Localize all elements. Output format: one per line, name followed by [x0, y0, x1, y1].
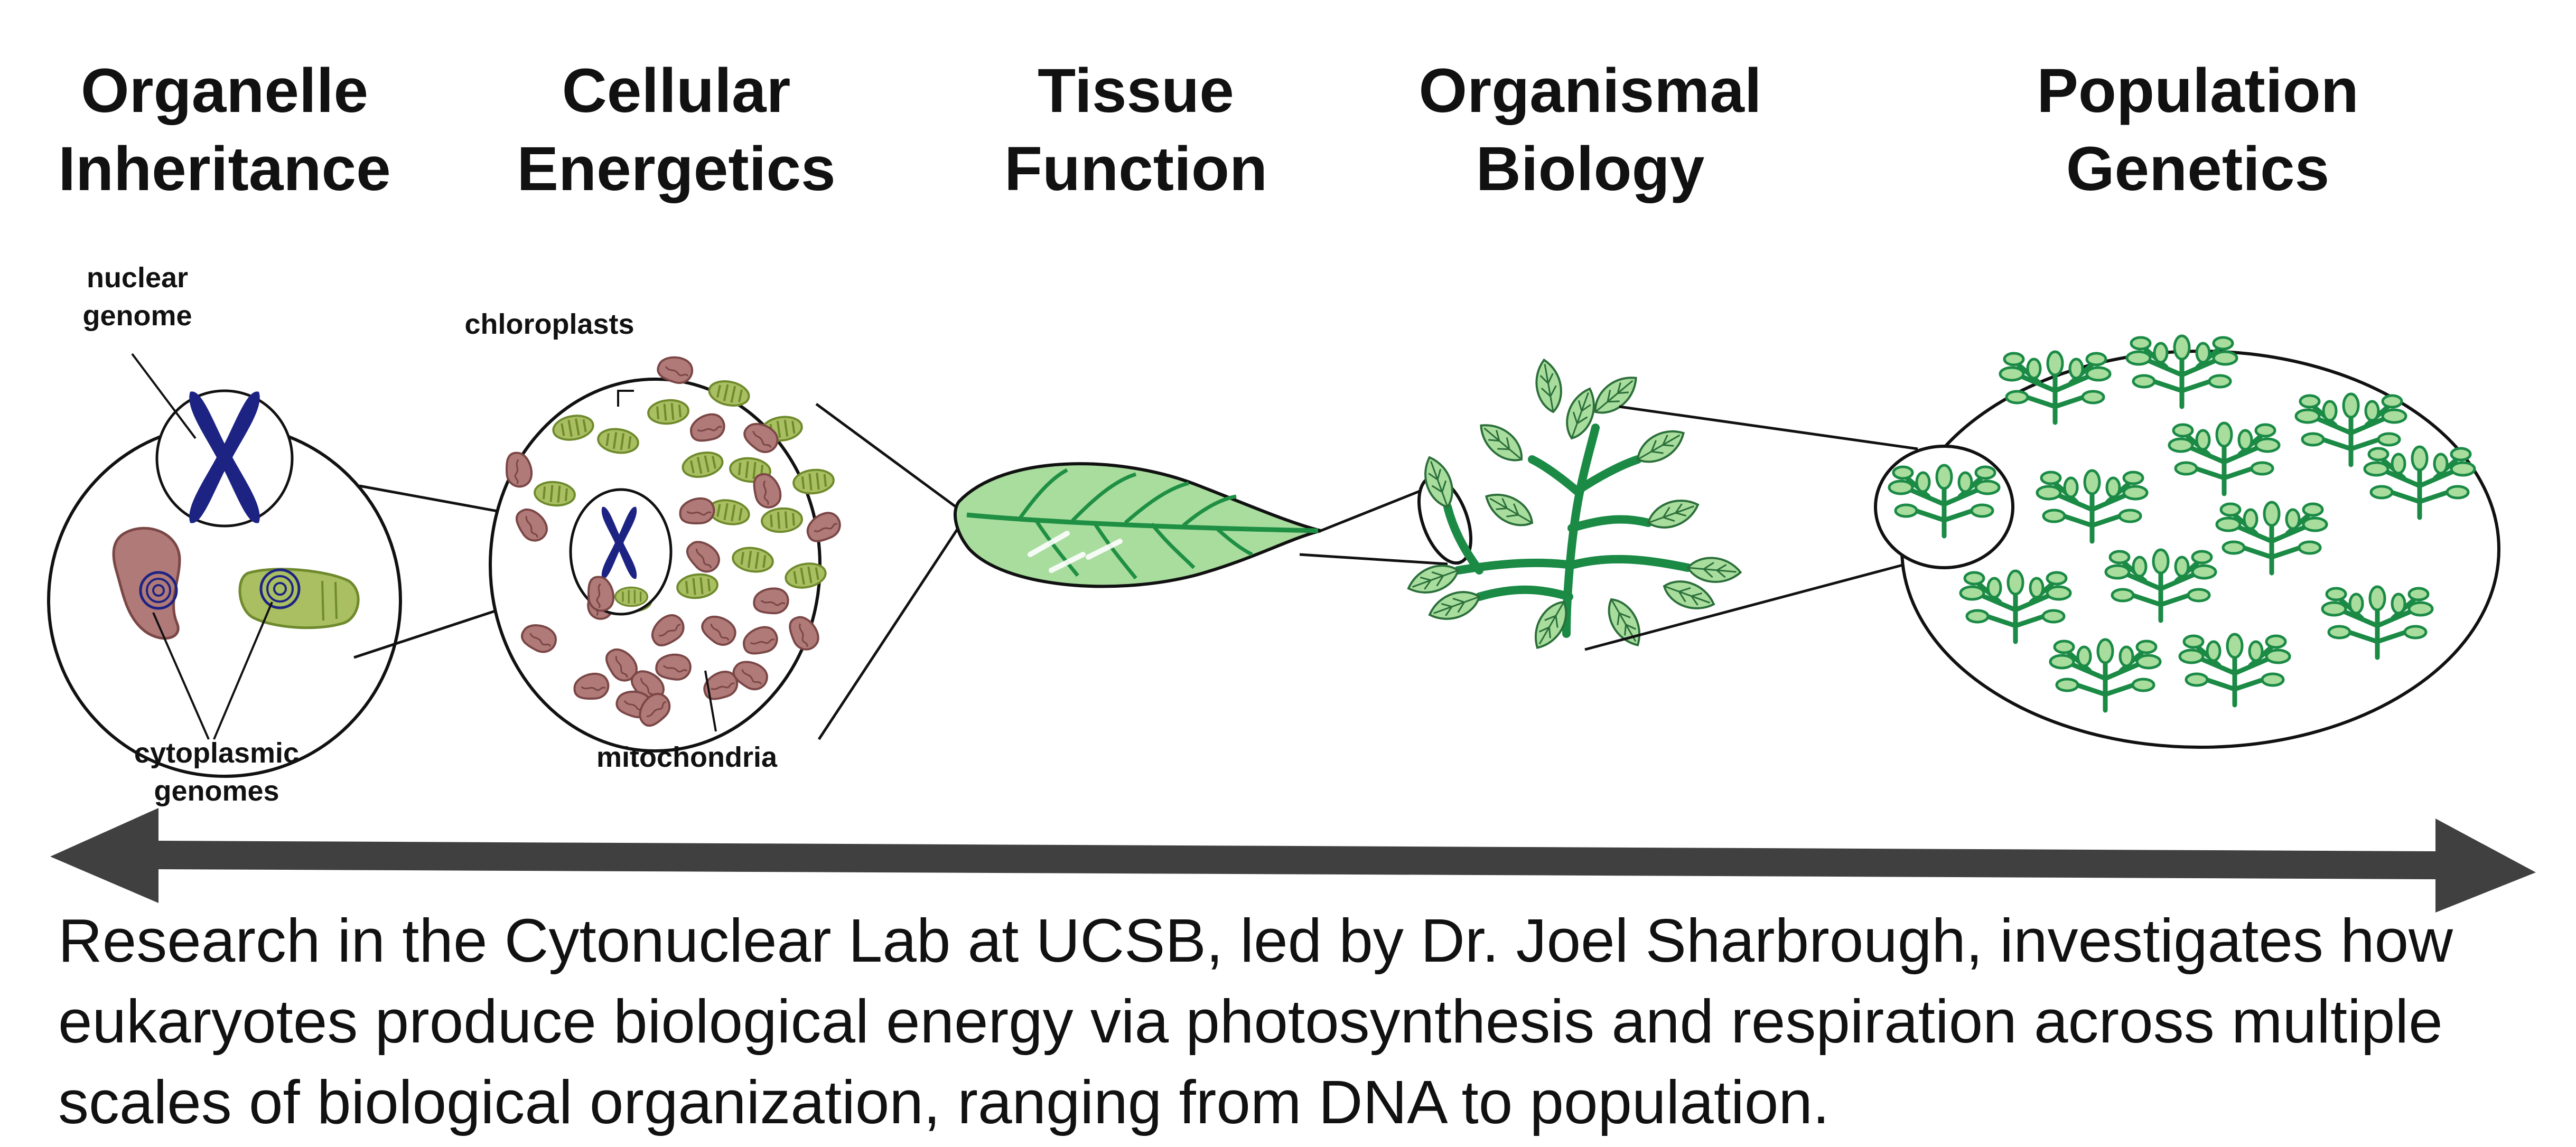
heading-cellular-energetics: Cellular Energetics [517, 56, 836, 204]
zoom-lines-2 [815, 402, 968, 740]
label-mitochondria: mitochondria [596, 741, 777, 773]
label-cytoplasmic-genomes: cytoplasmic genomes [134, 737, 300, 807]
heading-organelle-inheritance: Organelle Inheritance [58, 56, 391, 204]
mitochondrion-with-genome [112, 527, 181, 640]
energetics-nucleus [569, 488, 673, 616]
label-nuclear-genome: nuclear genome [82, 262, 192, 332]
scale-arrow [50, 808, 2536, 913]
heading-tissue-function: Tissue Function [1004, 56, 1268, 204]
organelle-pointer-lines [131, 353, 273, 740]
nuclear-chromosome-icon [189, 391, 260, 523]
heading-population-genetics: Population Genetics [2037, 56, 2359, 204]
zoom-lines-4 [1584, 405, 1918, 651]
plant-icon [1403, 356, 1743, 655]
description-caption: Research in the Cytonuclear Lab at UCSB,… [58, 906, 2453, 1136]
heading-organismal-biology: Organismal Biology [1418, 56, 1762, 204]
leaf-icon [954, 462, 1321, 588]
chloroplast-with-genome [238, 568, 360, 629]
label-chloroplasts: chloroplasts [464, 308, 634, 340]
energetics-pointer-lines [617, 390, 717, 732]
focal-plant-circle [1874, 445, 2014, 569]
energetics-chromosome-icon [601, 506, 637, 579]
